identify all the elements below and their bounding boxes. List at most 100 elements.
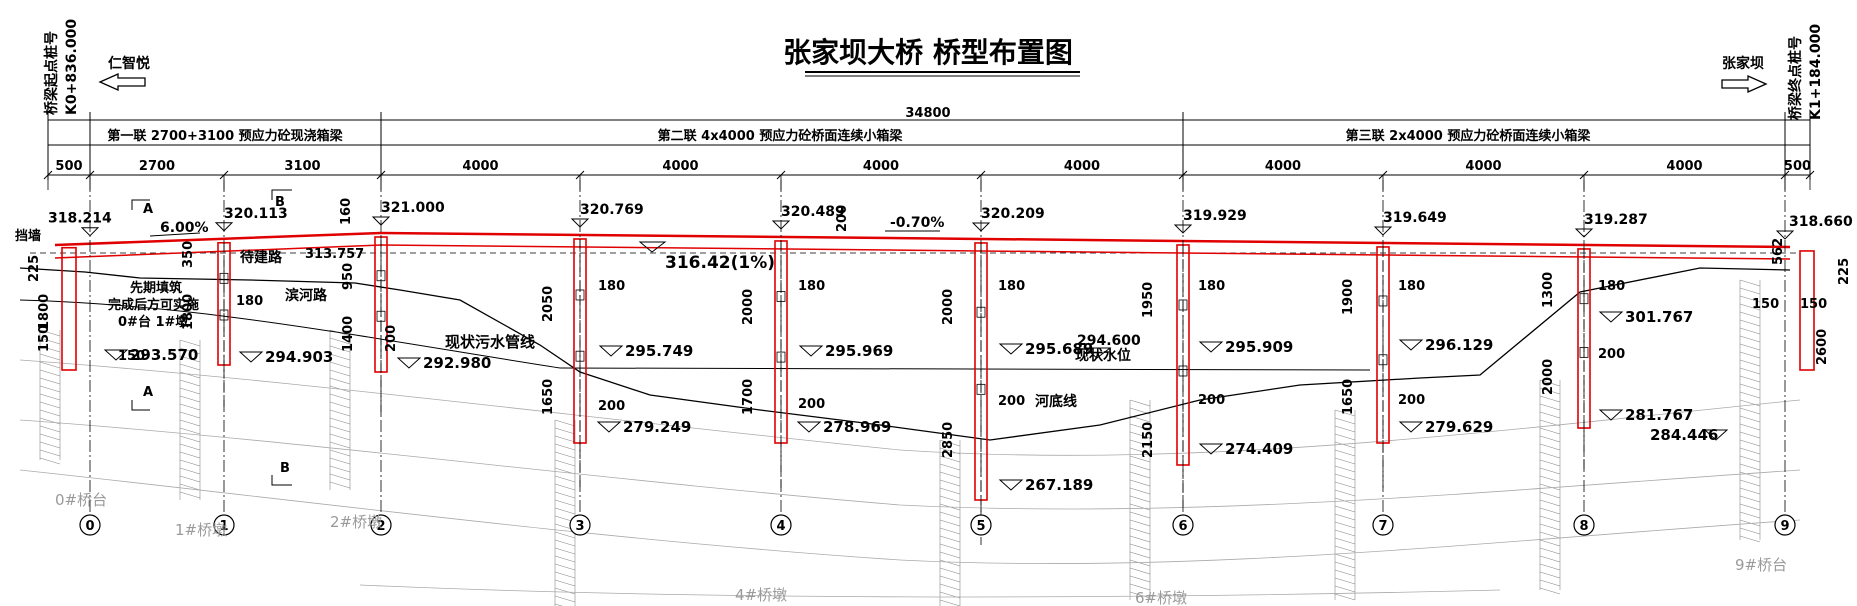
hatch-line — [939, 543, 961, 551]
hatch-line — [1539, 531, 1561, 539]
hatch-line — [1129, 399, 1151, 407]
hatch-line — [939, 463, 961, 471]
pile-top-marker — [598, 345, 624, 357]
hatch-line — [179, 363, 201, 371]
vertical-dim-15: 1700 — [741, 379, 756, 415]
hatch-line — [554, 451, 576, 459]
hatch-line — [1739, 367, 1761, 375]
hatch-line — [1539, 555, 1561, 563]
horizontal-dim-20: 180 — [998, 279, 1025, 294]
axis-number-4: 4 — [776, 519, 785, 534]
flood-level-marker — [638, 241, 667, 253]
vertical-dim-18: 2000 — [941, 289, 956, 325]
direction-right-label: 张家坝 — [1722, 55, 1764, 72]
hatch-line — [1129, 527, 1151, 535]
hatch-line — [1129, 535, 1151, 543]
hatch-line — [179, 443, 201, 451]
hatch-line — [1739, 287, 1761, 295]
span-dim-2: 3100 — [284, 159, 320, 174]
hatch-line — [39, 369, 61, 377]
hatch-line — [1334, 585, 1356, 593]
flood-level: 316.42(1%) — [665, 253, 775, 273]
horizontal-dim-6: 180 — [236, 294, 263, 309]
elevation-marker — [971, 222, 991, 232]
pile-top-elev-8: 301.767 — [1625, 308, 1693, 326]
hatch-line — [554, 587, 576, 595]
pile-bottom-marker — [1198, 443, 1224, 455]
horizontal-dim-12: 180 — [598, 279, 625, 294]
river-bed-label: 河底线 — [1035, 393, 1077, 410]
hatch-line — [179, 427, 201, 435]
hatch-line — [1334, 465, 1356, 473]
hatch-line — [329, 369, 351, 377]
axis-number-5: 5 — [976, 519, 985, 534]
hatch-line — [939, 511, 961, 519]
hatch-line — [1539, 379, 1561, 387]
axis-number-3: 3 — [575, 519, 584, 534]
hatch-line — [1129, 471, 1151, 479]
road-elevation: 313.757 — [305, 247, 364, 262]
pile-bottom-marker — [998, 479, 1024, 491]
slope-left-arrow — [149, 232, 201, 237]
hatch-line — [1334, 409, 1356, 417]
abutment-right-structure — [1799, 250, 1815, 371]
span-label-3: 第三联 2x4000 预应力砼桥面连续小箱梁 — [1346, 128, 1592, 144]
vertical-dim-2: 150 — [37, 325, 52, 352]
hatch-line — [179, 475, 201, 483]
hatch-line — [554, 531, 576, 539]
span-dim-8: 4000 — [1465, 159, 1501, 174]
elevation-marker — [1775, 230, 1795, 240]
hatch-line — [1739, 495, 1761, 503]
hatch-line — [939, 479, 961, 487]
hatch-line — [1129, 423, 1151, 431]
water-level-label: 现状水位 — [1075, 347, 1131, 364]
span-dim-9: 4000 — [1666, 159, 1702, 174]
ground-line — [19, 267, 1791, 441]
hatch-line — [939, 487, 961, 495]
pile-top-marker — [998, 343, 1024, 355]
span-dim-0: 500 — [55, 159, 82, 174]
pile-top-marker — [238, 351, 264, 363]
pile-top-elev-5: 295.689 — [1025, 340, 1093, 358]
elevation-marker — [80, 227, 100, 237]
pile-bottom-elev-4: 279.629 — [1425, 418, 1493, 436]
hatch-line — [39, 449, 61, 457]
hatch-line — [1129, 551, 1151, 559]
horizontal-dim-13: 200 — [598, 399, 625, 414]
hatch-line — [1539, 443, 1561, 451]
hatch-line — [1334, 441, 1356, 449]
hatch-line — [1739, 447, 1761, 455]
stratum-line — [19, 359, 1801, 456]
abutment-right-label: 9#桥台 — [1735, 556, 1787, 574]
hatch-line — [1739, 327, 1761, 335]
hatch-line — [179, 491, 201, 499]
hatch-line — [1539, 563, 1561, 571]
horizontal-dim-3: 150 — [118, 349, 145, 364]
hatch-line — [1739, 399, 1761, 407]
section-b-bottom: B — [280, 461, 290, 476]
hatch-line — [1739, 527, 1761, 535]
hatch-line — [554, 499, 576, 507]
hatch-line — [179, 379, 201, 387]
hatch-line — [939, 527, 961, 535]
span-dim-7: 4000 — [1265, 159, 1301, 174]
vertical-dim-26: 1900 — [1341, 279, 1356, 315]
hatch-line — [1129, 479, 1151, 487]
hatch-line — [1334, 513, 1356, 521]
hatch-line — [939, 559, 961, 567]
sewer-label: 现状污水管线 — [445, 333, 535, 351]
hatch-line — [179, 435, 201, 443]
hatch-line — [1739, 479, 1761, 487]
hatch-line — [1334, 433, 1356, 441]
hatch-line — [1334, 545, 1356, 553]
elevation-marker — [570, 218, 590, 228]
hatch-line — [1129, 567, 1151, 575]
pile-top-elev-1: 294.903 — [265, 348, 333, 366]
horizontal-dim-35: 150 — [1752, 297, 1779, 312]
hatch-line — [554, 427, 576, 435]
hatch-line — [1129, 495, 1151, 503]
hatch-line — [1334, 473, 1356, 481]
